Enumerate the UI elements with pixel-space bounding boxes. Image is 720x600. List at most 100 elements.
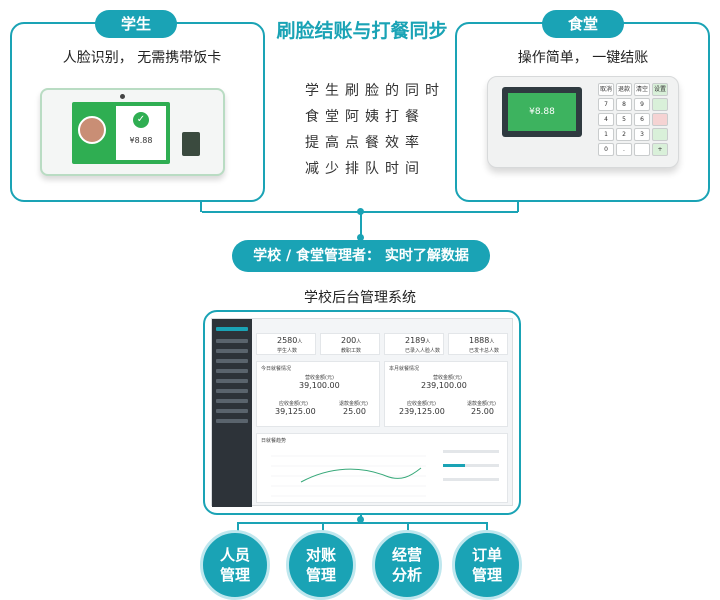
benefit-3: 提高点餐效率 — [305, 135, 425, 151]
stat-value: 200人 — [341, 336, 362, 345]
stat-value: 1888人 — [469, 336, 495, 345]
connector-dot-bottom — [357, 516, 364, 523]
stat-card: 2580人 学生人数 — [256, 333, 316, 355]
terminal-screen: ✓ ¥8.88 — [72, 102, 170, 164]
function-line2: 管理 — [471, 566, 502, 584]
panel-right-label: 退款金额(元) — [339, 401, 368, 407]
bottom-bracket-left — [200, 202, 202, 212]
check-icon: ✓ — [133, 112, 149, 128]
trend-chart — [271, 455, 426, 497]
keypad-key[interactable] — [652, 98, 668, 111]
stat-label: 已发卡总人数 — [469, 348, 500, 354]
keypad-key[interactable]: 8 — [616, 98, 632, 111]
keypad-key[interactable]: 7 — [598, 98, 614, 111]
sidebar-item[interactable] — [216, 349, 248, 353]
function-line2: 分析 — [391, 566, 422, 584]
keypad-key[interactable]: 0 — [598, 143, 614, 156]
sidebar-item[interactable] — [216, 379, 248, 383]
register-amount: ¥8.88 — [529, 107, 555, 117]
canteen-caption: 操作简单， 一键结账 — [517, 50, 649, 66]
progress-bar — [443, 450, 499, 453]
panel-top-label: 营收金额(元) — [305, 375, 334, 381]
trend-title: 日就餐趋势 — [261, 438, 287, 444]
camera-icon — [120, 94, 125, 99]
student-caption: 人脸识别， 无需携带饭卡 — [62, 50, 222, 66]
panel-left-value: 239,125.00 — [399, 407, 445, 416]
register-display: ¥8.88 — [508, 93, 576, 131]
keypad-key[interactable]: . — [616, 143, 632, 156]
keypad-key[interactable]: 9 — [634, 98, 650, 111]
keypad-key[interactable]: 6 — [634, 113, 650, 126]
keypad-key[interactable]: 2 — [616, 128, 632, 141]
function-reconciliation[interactable]: 对账 管理 — [286, 530, 356, 600]
keypad-key[interactable]: 4 — [598, 113, 614, 126]
success-panel: ✓ ¥8.88 — [116, 106, 166, 160]
keypad-key[interactable]: + — [652, 143, 668, 156]
panel-right-label: 退款金额(元) — [467, 401, 496, 407]
function-orders[interactable]: 订单 管理 — [452, 530, 522, 600]
keypad-key[interactable] — [652, 113, 668, 126]
function-personnel[interactable]: 人员 管理 — [200, 530, 270, 600]
function-line1: 订单 — [471, 546, 502, 564]
sidebar-item[interactable] — [216, 339, 248, 343]
progress-bar — [443, 464, 499, 467]
trend-panel: 日就餐趋势 — [256, 433, 508, 503]
sidebar-item[interactable] — [216, 327, 248, 331]
student-badge: 学生 — [95, 10, 177, 38]
panel-left-label: 应收金额(元) — [407, 401, 436, 407]
benefit-2: 食堂阿姨打餐 — [305, 109, 425, 125]
stat-label: 已录入人脸人数 — [405, 348, 441, 354]
keypad-key[interactable]: 取消 — [598, 83, 614, 96]
function-line1: 人员 — [219, 546, 250, 564]
connector-drop-4 — [486, 522, 488, 536]
panel-top-value: 39,100.00 — [299, 381, 340, 390]
function-line2: 管理 — [219, 566, 250, 584]
panel-left-label: 应收金额(元) — [279, 401, 308, 407]
panel-right-value: 25.00 — [471, 407, 494, 416]
stat-card: 200人 教职工数 — [320, 333, 380, 355]
stat-value: 2189人 — [405, 336, 431, 345]
today-panel: 今日就餐情况 营收金额(元) 39,100.00 应收金额(元) 39,125.… — [256, 361, 380, 427]
stat-label: 教职工数 — [341, 348, 362, 354]
manager-label: 学校 / 食堂管理者： 实时了解数据 — [232, 240, 490, 272]
keypad-key[interactable]: 清空 — [634, 83, 650, 96]
month-panel: 本月就餐情况 营收金额(元) 239,100.00 应收金额(元) 239,12… — [384, 361, 508, 427]
keypad-key[interactable]: 5 — [616, 113, 632, 126]
keypad-key[interactable] — [652, 128, 668, 141]
keypad-key[interactable]: 3 — [634, 128, 650, 141]
connector-bottom-h — [237, 522, 487, 524]
face-terminal: ✓ ¥8.88 — [40, 88, 225, 176]
keypad-key[interactable] — [634, 143, 650, 156]
stat-value: 2580人 — [277, 336, 303, 345]
system-title: 学校后台管理系统 — [304, 290, 416, 306]
function-analysis[interactable]: 经营 分析 — [372, 530, 442, 600]
function-line1: 经营 — [391, 546, 422, 564]
connector-drop-1 — [237, 522, 239, 536]
connector-dot-top — [357, 208, 364, 215]
sidebar-item[interactable] — [216, 359, 248, 363]
sidebar-item[interactable] — [216, 409, 248, 413]
progress-bar — [443, 478, 499, 481]
page-title: 刷脸结账与打餐同步 — [276, 20, 448, 42]
sidebar-item[interactable] — [216, 399, 248, 403]
keypad-key[interactable]: 退款 — [616, 83, 632, 96]
panel-left-value: 39,125.00 — [275, 407, 316, 416]
function-line2: 管理 — [305, 566, 336, 584]
connector-drop-3 — [407, 522, 409, 536]
keypad-key[interactable]: 1 — [598, 128, 614, 141]
sidebar-item[interactable] — [216, 419, 248, 423]
sidebar-item[interactable] — [216, 369, 248, 373]
stat-card: 1888人 已发卡总人数 — [448, 333, 508, 355]
connector-dot-mid — [357, 234, 364, 241]
bottom-bracket-right — [517, 202, 519, 212]
trend-line — [300, 467, 422, 483]
benefit-4: 减少排队时间 — [305, 161, 425, 177]
keypad-key[interactable]: 设置 — [652, 83, 668, 96]
admin-sidebar — [212, 319, 252, 507]
admin-dashboard: 2580人 学生人数 200人 教职工数 2189人 已录入人脸人数 1888人… — [211, 318, 513, 507]
sidebar-item[interactable] — [216, 389, 248, 393]
terminal-amount: ¥8.88 — [129, 136, 153, 145]
register-screen: ¥8.88 — [502, 87, 582, 137]
